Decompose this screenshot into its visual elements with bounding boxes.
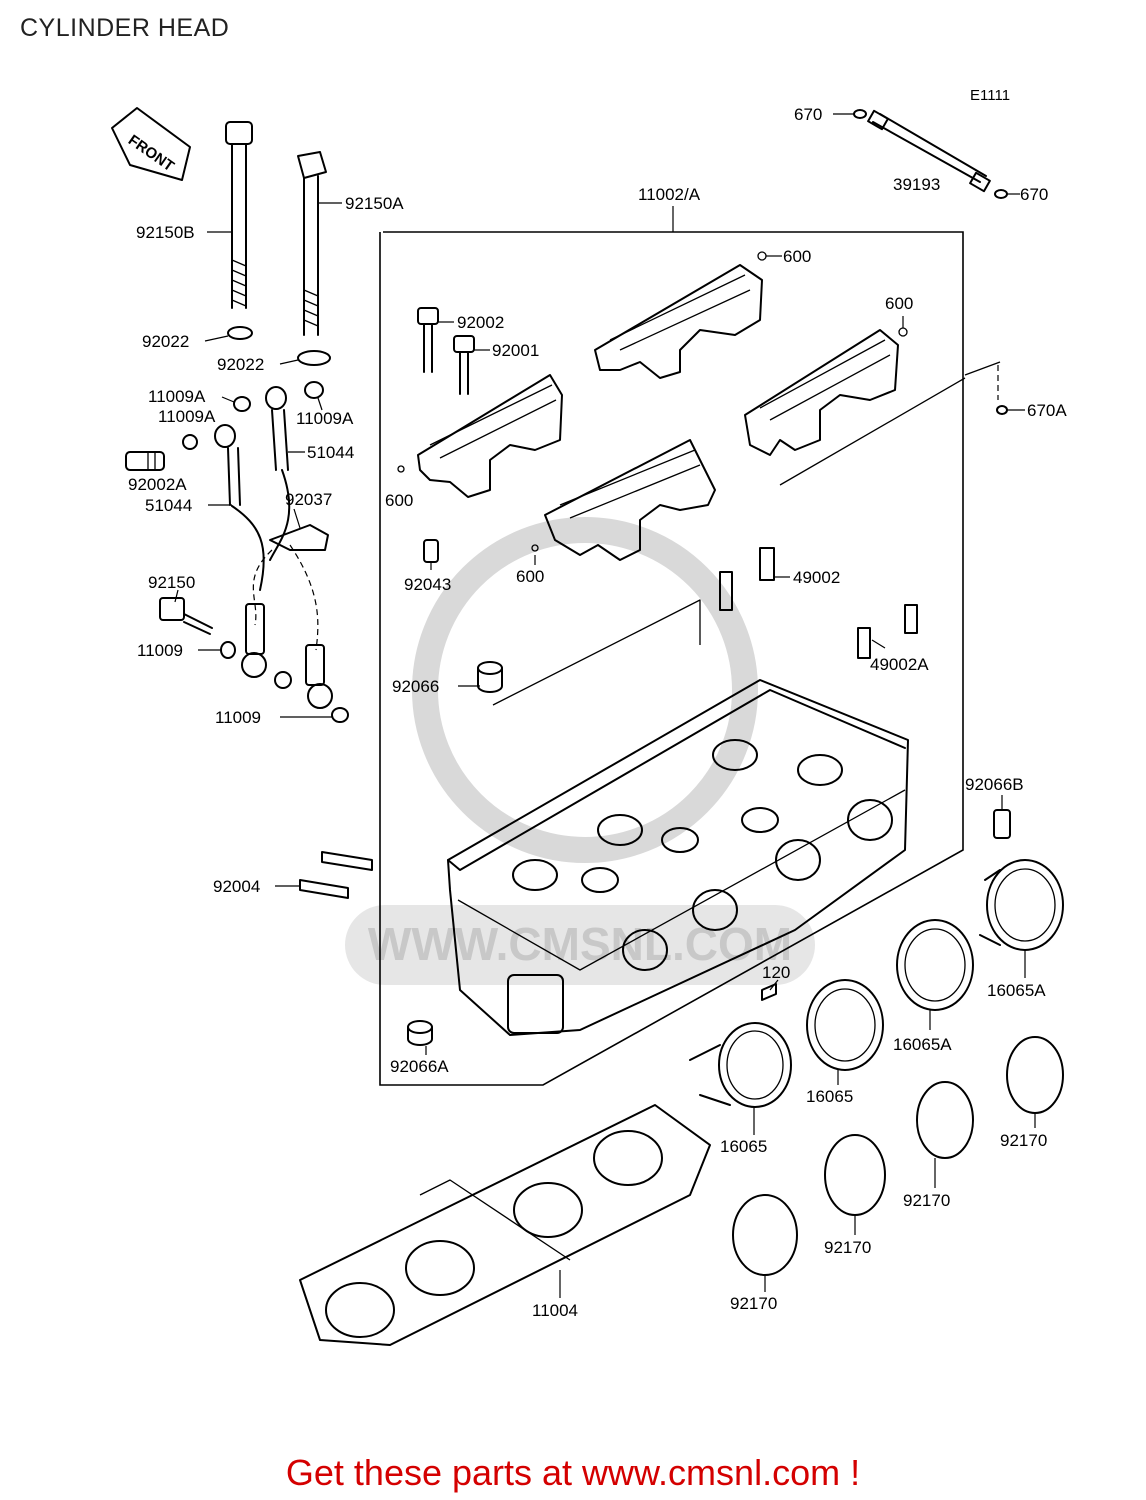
label-92170-c: 92170 [824,1238,871,1257]
label-51044-a: 51044 [307,443,354,462]
label-92066b: 92066B [965,775,1024,794]
label-92004: 92004 [213,877,260,896]
label-16065-b: 16065 [720,1137,767,1156]
label-92150a: 92150A [345,194,404,213]
label-11004: 11004 [532,1301,578,1320]
label-16065a-a: 16065A [987,981,1046,1000]
label-92150b: 92150B [136,223,195,242]
assembly-frame [379,231,964,1086]
page-title: CYLINDER HEAD [20,14,230,42]
label-11009-b: 11009 [215,708,261,727]
label-11009a-2: 11009A [158,407,216,426]
label-92043: 92043 [404,575,451,594]
intake-holders [689,859,1064,1276]
label-11009a-1: 11009A [148,387,206,406]
label-16065a-b: 16065A [893,1035,952,1054]
label-670a: 670A [1027,401,1067,420]
label-16065-a: 16065 [806,1087,853,1106]
label-600-d: 600 [516,567,544,586]
label-600-c: 600 [385,491,413,510]
label-670-right: 670 [1020,185,1048,204]
label-92170-d: 92170 [730,1294,777,1313]
label-92001: 92001 [492,341,539,360]
label-11002a: 11002/A [638,185,701,204]
label-92037: 92037 [285,490,332,509]
oil-hose-assembly [125,381,349,723]
label-120: 120 [762,963,790,982]
label-49002: 49002 [793,568,840,587]
label-51044-b: 51044 [145,496,192,515]
front-arrow-label: FRONT [125,132,177,176]
watermark: WWW.CMSNL.COM [345,517,815,985]
front-arrow: FRONT [111,107,191,181]
label-39193: 39193 [893,175,940,194]
label-670-top: 670 [794,105,822,124]
shop-link-banner[interactable]: Get these parts at www.cmsnl.com ! [285,1452,861,1493]
camshaft-caps [397,251,1008,561]
label-92002a: 92002A [128,475,187,494]
label-600-a: 600 [783,247,811,266]
label-11009-a: 11009 [137,641,183,660]
head-gasket [299,1104,711,1346]
label-600-b: 600 [885,294,913,313]
label-92022-a: 92022 [142,332,189,351]
head-bolts [225,121,331,366]
label-92066: 92066 [392,677,439,696]
watermark-text: WWW.CMSNL.COM [368,918,792,970]
dowels-and-plugs [299,539,1011,1046]
leader-lines [174,113,1036,1298]
label-92022-b: 92022 [217,355,264,374]
cylinder-head [447,679,909,1036]
label-92002: 92002 [457,313,504,332]
label-92170-a: 92170 [1000,1131,1047,1150]
label-11009a-3: 11009A [296,409,354,428]
label-49002a: 49002A [870,655,929,674]
part-number-labels: 670 39193 670 11002/A 600 600 670A 92150… [128,105,1067,1320]
diagram-code: E1111 [970,87,1010,104]
small-bolts [417,307,475,395]
label-92066a: 92066A [390,1057,449,1076]
oil-pipe [853,109,1008,199]
label-92150: 92150 [148,573,195,592]
label-92170-b: 92170 [903,1191,950,1210]
